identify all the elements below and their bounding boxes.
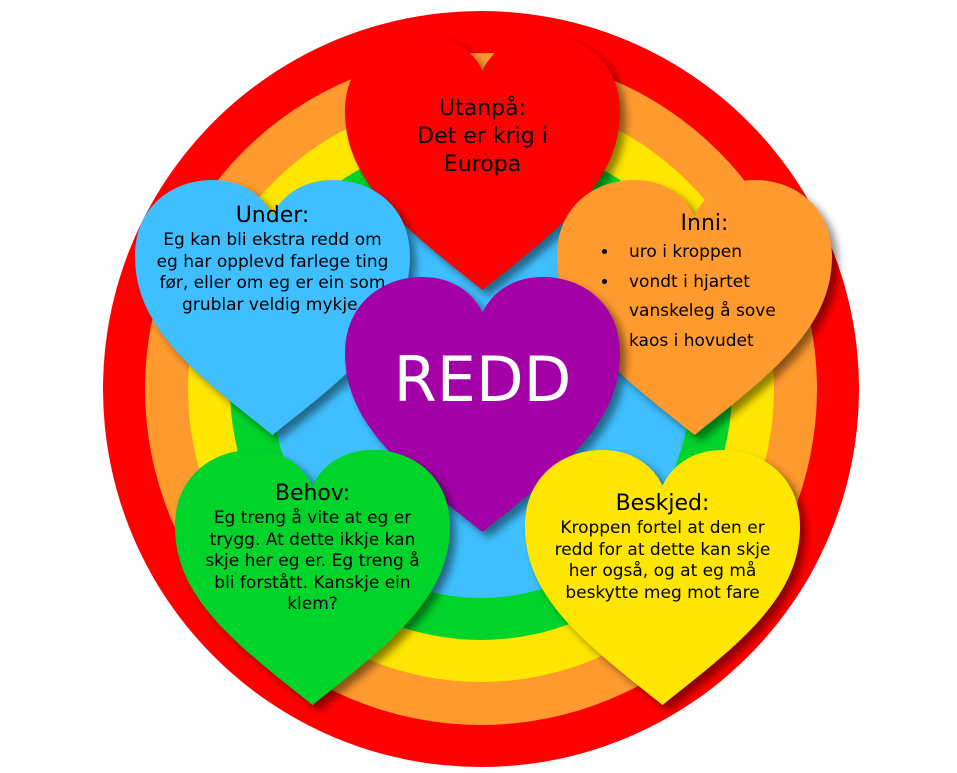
heart-behov: Behov: Eg treng å vite at eg er trygg. A… xyxy=(175,450,450,705)
inni-item: kaos i hovudet xyxy=(619,327,812,357)
utanpa-title: Utanpå: xyxy=(438,96,526,121)
heart-utanpa: Utanpå: Det er krig i Europa xyxy=(345,35,620,290)
utanpa-line-2: Europa xyxy=(443,151,522,177)
beskjed-text: Kroppen fortel at den er redd for at det… xyxy=(554,517,771,603)
inni-title: Inni: xyxy=(680,211,729,236)
behov-title: Behov: xyxy=(274,481,351,506)
center-label: REDD xyxy=(393,343,572,416)
heart-inni: Inni: uro i kroppen vondt i hjartet vans… xyxy=(557,180,832,435)
utanpa-line-1: Det er krig i xyxy=(417,123,548,149)
beskjed-title: Beskjed: xyxy=(615,491,710,516)
under-title: Under: xyxy=(235,203,310,228)
heart-under: Under: Eg kan bli ekstra redd om eg har … xyxy=(135,180,410,435)
inni-item: uro i kroppen xyxy=(619,238,812,268)
under-text: Eg kan bli ekstra redd om eg har opplevd… xyxy=(156,229,389,315)
behov-text: Eg treng å vite at eg er trygg. At dette… xyxy=(205,507,420,615)
heart-beskjed: Beskjed: Kroppen fortel at den er redd f… xyxy=(525,450,800,705)
inni-list: uro i kroppen vondt i hjartet vanskeleg … xyxy=(597,238,812,357)
inni-item: vondt i hjartet xyxy=(619,268,812,298)
inni-item: vanskeleg å sove xyxy=(619,297,812,327)
